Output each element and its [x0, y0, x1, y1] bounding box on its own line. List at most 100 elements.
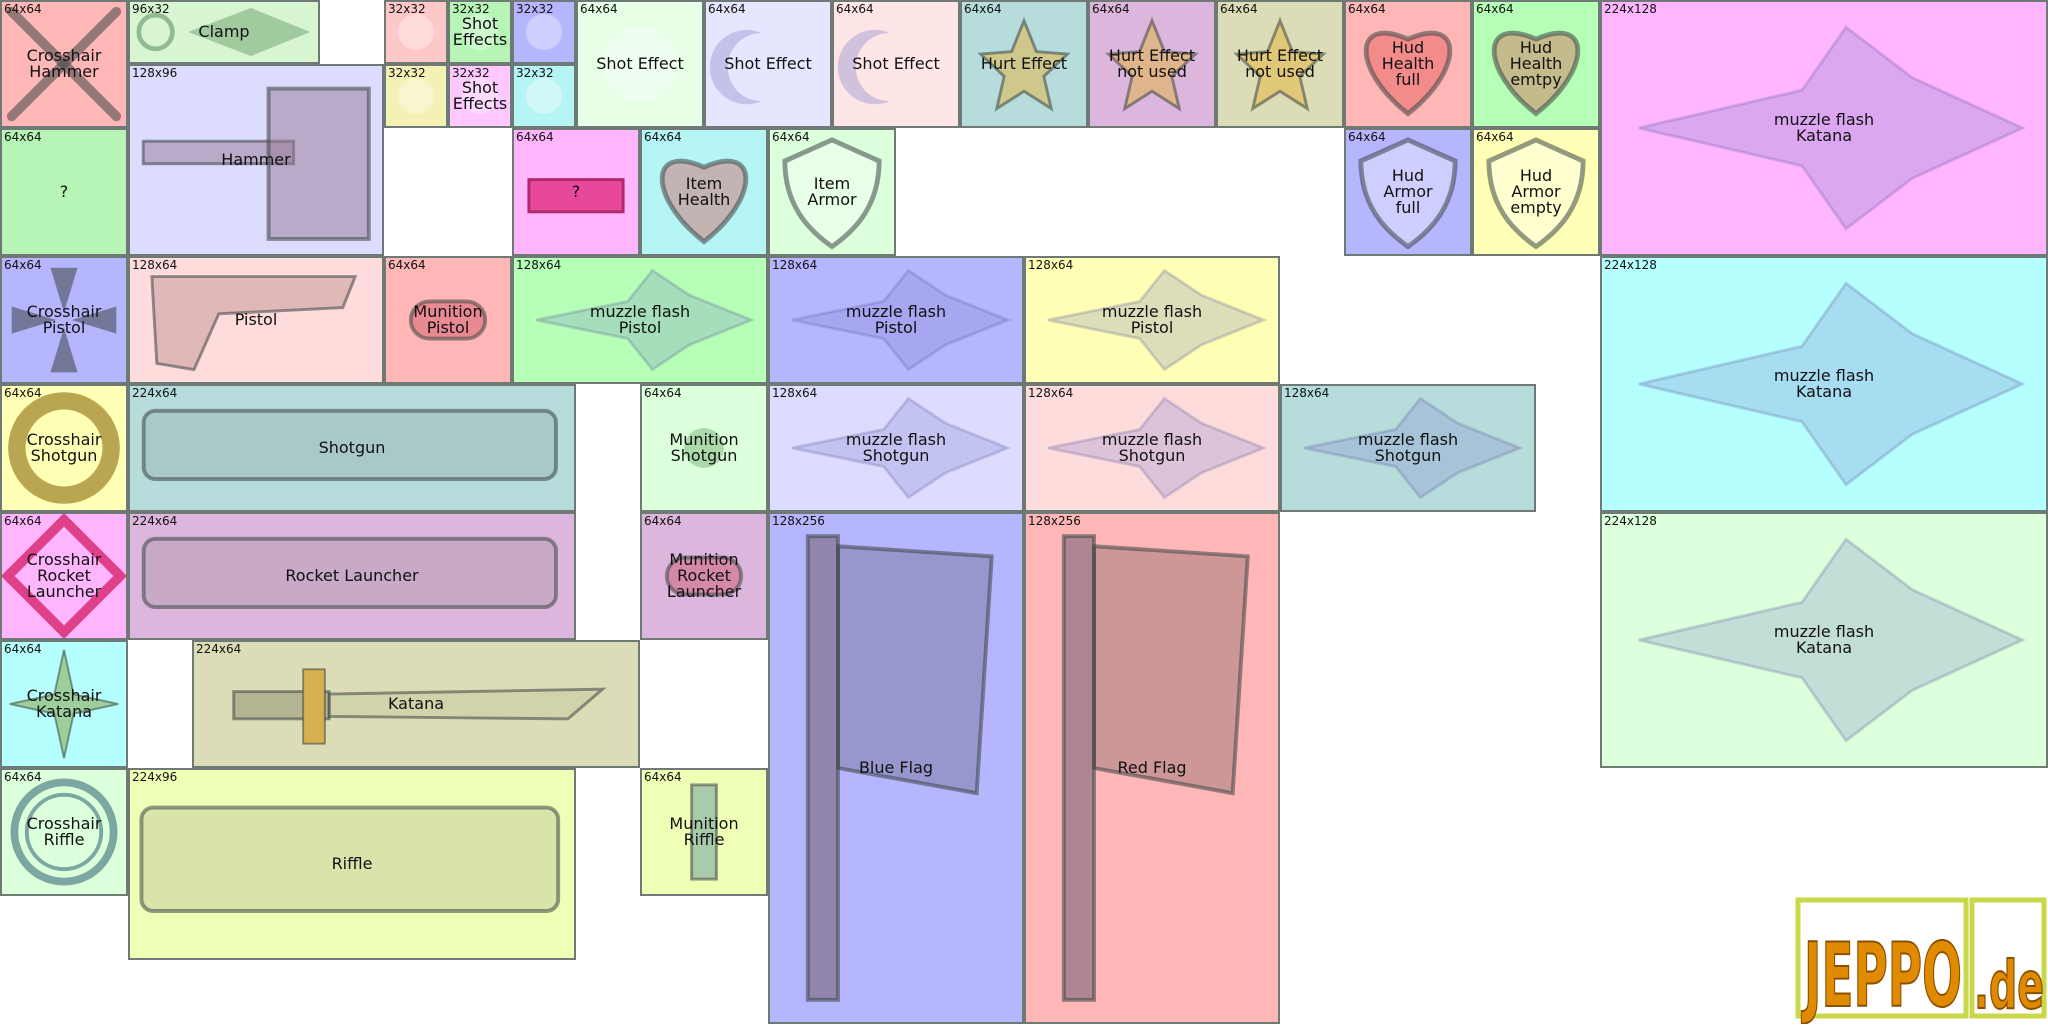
tile-size-label: 64x64	[4, 386, 42, 400]
tile-size-label: 64x64	[644, 130, 682, 144]
shield-icon	[1486, 137, 1586, 250]
shot-effect-icon	[398, 13, 434, 50]
tile-name-label: Hud Armor empty	[1510, 166, 1562, 217]
tile-name-label: Shot Effect	[596, 54, 684, 73]
tile-size-label: 224x64	[132, 386, 178, 400]
sprite-tile-muzzle-katana-1: 224x128 muzzle flash Katana	[1600, 0, 2048, 256]
tile-size-label: 224x128	[1604, 2, 1657, 16]
tile-size-label: 128x64	[772, 258, 818, 272]
tile-name-label: Shotgun	[318, 438, 386, 457]
tile-name-label: Blue Flag	[858, 758, 934, 777]
tile-size-label: 32x32	[388, 2, 426, 16]
shot-effect-icon	[398, 78, 434, 114]
star-icon	[977, 16, 1071, 112]
tile-name-label: Item Health	[677, 174, 731, 209]
tile-size-label: 64x64	[644, 386, 682, 400]
hammer-icon	[141, 86, 371, 241]
rocket-launcher-icon	[141, 536, 558, 609]
tile-name-label: Crosshair Katana	[26, 686, 102, 721]
tile-size-label: 32x32	[452, 2, 490, 16]
tile-name-label: Katana	[387, 694, 445, 713]
heart-icon	[1363, 30, 1453, 117]
tile-size-label: 32x32	[516, 66, 554, 80]
tile-size-label: 64x64	[4, 258, 42, 272]
tile-name-label: muzzle flash Katana	[1773, 110, 1875, 145]
tile-name-label: Crosshair Riffle	[26, 814, 102, 849]
muzzle-flash-icon	[1638, 281, 2027, 487]
tile-size-label: 128x64	[772, 386, 818, 400]
tile-name-label: muzzle flash Pistol	[1101, 302, 1203, 337]
shot-effect-icon	[462, 13, 498, 50]
tile-name-label: ?	[59, 182, 69, 201]
tile-size-label: 224x96	[132, 770, 178, 784]
tile-name-label: Shot Effects	[452, 78, 508, 113]
heart-icon	[1491, 30, 1581, 117]
tile-name-label: Hud Health full	[1381, 38, 1435, 89]
shot-effect-icon	[526, 78, 562, 114]
crosshair-ring-icon	[8, 392, 120, 504]
tile-size-label: 64x64	[836, 2, 874, 16]
tile-size-label: 64x64	[964, 2, 1002, 16]
tile-name-label: Crosshair Hammer	[26, 46, 102, 81]
riffle-icon	[139, 805, 561, 913]
tile-size-label: 128x256	[1028, 514, 1081, 528]
sprite-tile-unknown-1: 64x64?	[0, 128, 128, 256]
tile-name-label: Munition Riffle	[669, 814, 739, 849]
sprite-tile-muzzle-shotgun-1: 128x64 muzzle flash Shotgun	[768, 384, 1024, 512]
tile-name-label: muzzle flash Pistol	[845, 302, 947, 337]
flag-icon	[805, 534, 994, 1002]
tile-size-label: 32x32	[516, 2, 554, 16]
tile-size-label: 64x64	[708, 2, 746, 16]
shield-icon	[782, 137, 882, 250]
tile-size-label: 64x64	[388, 258, 426, 272]
tile-name-label: Crosshair Shotgun	[26, 430, 102, 465]
tile-size-label: 128x64	[132, 258, 178, 272]
tile-size-label: 96x32	[132, 2, 170, 16]
tile-size-label: 64x64	[580, 2, 618, 16]
shot-effect-icon	[602, 26, 678, 102]
tile-size-label: 224x128	[1604, 514, 1657, 528]
tile-size-label: 64x64	[1220, 2, 1258, 16]
tile-size-label: 64x64	[4, 130, 42, 144]
star-icon	[1105, 16, 1199, 112]
magazine-icon	[690, 783, 718, 881]
pistol-icon	[150, 275, 358, 372]
tile-name-label: muzzle flash Shotgun	[845, 430, 947, 465]
crosshair-arrows-icon	[11, 267, 117, 373]
tile-size-label: 128x96	[132, 66, 178, 80]
tile-size-label: 64x64	[4, 642, 42, 656]
tile-name-label: Hurt Effect	[980, 54, 1068, 73]
crescent-icon	[709, 29, 762, 105]
tile-name-label: Red Flag	[1117, 758, 1187, 777]
tile-name-label: Munition Shotgun	[669, 430, 739, 465]
sprite-tile-muzzle-pistol-2: 128x64 muzzle flash Pistol	[768, 256, 1024, 384]
tile-size-label: 64x64	[772, 130, 810, 144]
tile-name-label: Hud Health emtpy	[1509, 38, 1563, 89]
tile-size-label: 32x32	[452, 66, 490, 80]
logo-main-text: JEPPO	[1801, 924, 1962, 1024]
tile-name-label: muzzle flash Katana	[1773, 366, 1875, 401]
tile-size-label: 64x64	[4, 514, 42, 528]
crosshair-diamond-icon	[2, 514, 126, 638]
muzzle-flash-icon	[1047, 268, 1268, 372]
sprite-tile-unknown-2: 64x64?	[512, 128, 640, 256]
tile-name-label: muzzle flash Shotgun	[1101, 430, 1203, 465]
tile-size-label: 128x256	[772, 514, 825, 528]
